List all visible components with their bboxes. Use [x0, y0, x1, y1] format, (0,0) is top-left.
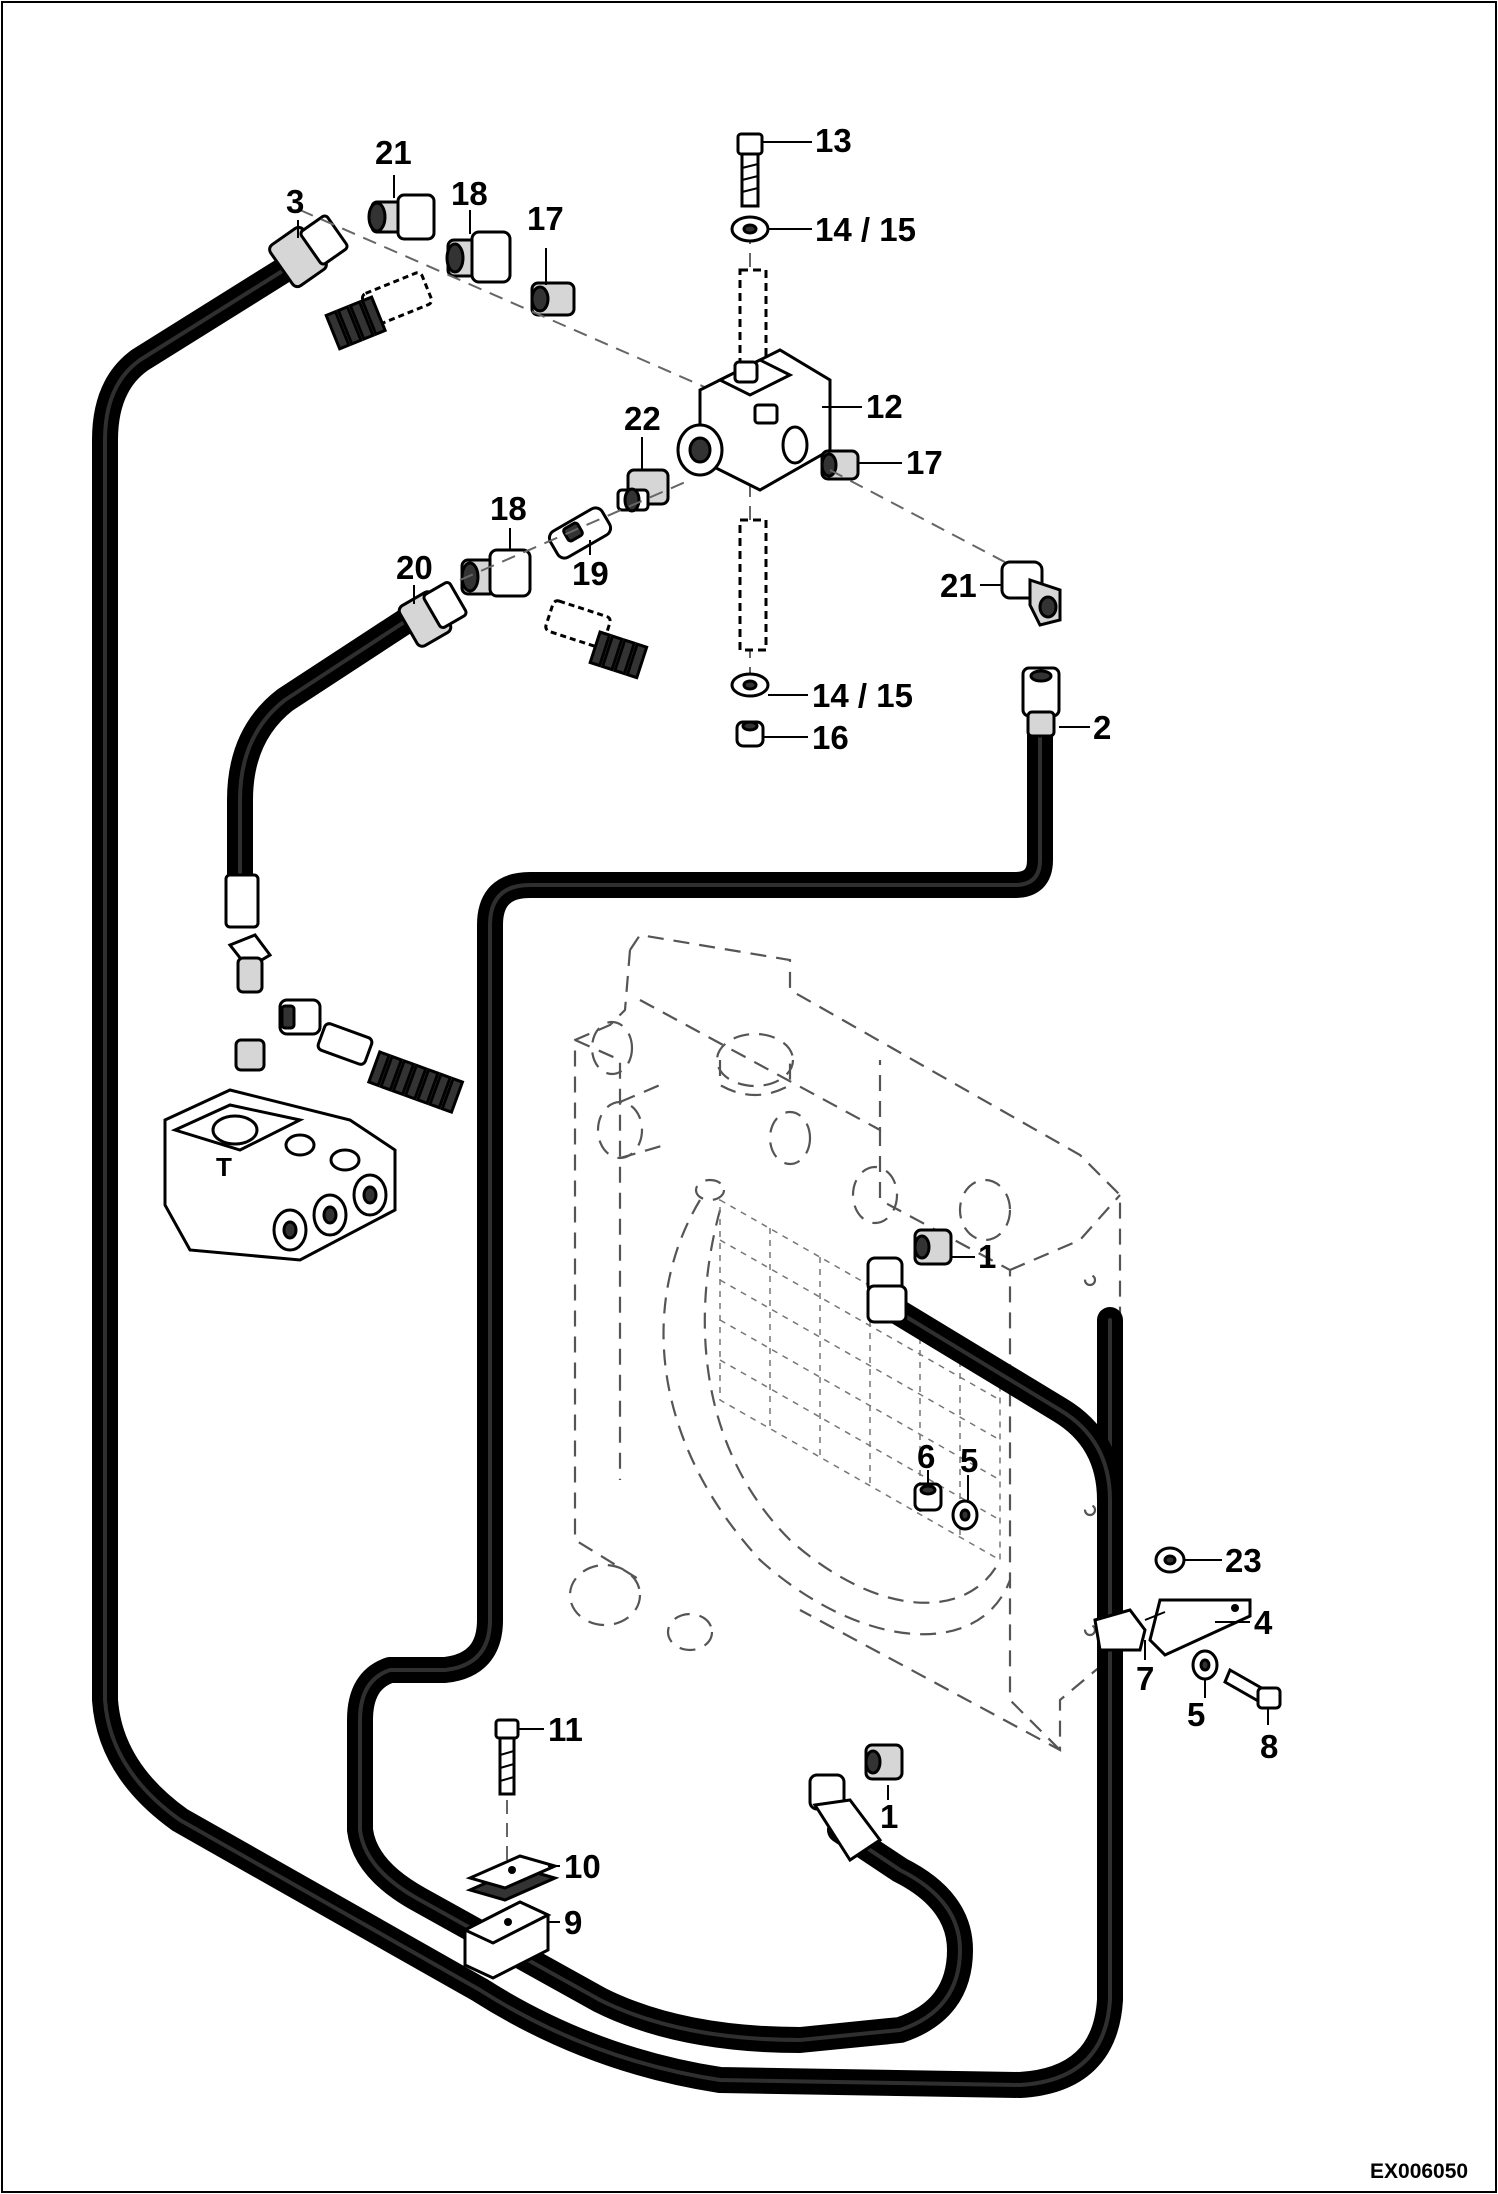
fitting-18-mid	[460, 548, 532, 598]
fitting-3-hose-end	[268, 214, 349, 289]
assembly-axis-mid	[459, 479, 691, 581]
fitting-18-top	[445, 230, 512, 284]
radiator-core-mesh	[719, 1198, 1001, 1562]
hose-20	[227, 602, 428, 893]
fitting-17-top	[530, 281, 576, 317]
callout-1-low: 1	[880, 1798, 898, 1835]
washer-14-15-bottom	[730, 672, 770, 698]
fitting-22	[616, 468, 670, 513]
hose-2	[347, 707, 1053, 2053]
callout-21-top: 21	[375, 134, 412, 171]
callout-21-right: 21	[940, 567, 977, 604]
callout-3: 3	[286, 183, 304, 220]
leader-lines	[297, 141, 1269, 1923]
callout-5-low: 5	[1187, 1696, 1205, 1733]
hose-2-end-fitting	[1021, 666, 1061, 738]
plug-dashed-top	[324, 271, 434, 351]
clamp-7	[1093, 1608, 1166, 1652]
callout-16: 16	[812, 719, 849, 756]
callout-17-top: 17	[527, 200, 564, 237]
washer-23	[1154, 1546, 1186, 1574]
bolt-8	[1223, 1667, 1282, 1710]
callout-12: 12	[866, 388, 903, 425]
fitting-1-lower	[808, 1743, 904, 1863]
fitting-21-top	[367, 193, 436, 241]
callout-4: 4	[1254, 1604, 1273, 1641]
washer-5-low	[1191, 1649, 1219, 1681]
plug-dashed-mid	[544, 599, 649, 680]
fitting-21-right	[1000, 560, 1062, 627]
fitting-19	[547, 506, 613, 560]
callout-17-right: 17	[906, 444, 943, 481]
bolt-13	[736, 132, 764, 208]
callout-13: 13	[815, 122, 852, 159]
callout-20: 20	[396, 549, 433, 586]
callout-18-mid: 18	[490, 490, 527, 527]
callout-labels: 13 14 / 15 21 3 18 17 12 22 17 18 19 20 …	[286, 122, 1278, 1941]
callout-22: 22	[624, 400, 661, 437]
hose-1-upper	[882, 1297, 1123, 1633]
bracket-4	[1148, 1598, 1252, 1657]
fitting-20-hose-end	[397, 581, 468, 648]
callout-9: 9	[564, 1904, 582, 1941]
callout-19: 19	[572, 555, 609, 592]
callout-14-15-bottom: 14 / 15	[812, 677, 913, 714]
callout-1-top: 1	[978, 1238, 996, 1275]
radiator-outline	[568, 933, 1122, 1752]
plate-10	[465, 1854, 560, 1902]
callout-18-top: 18	[451, 175, 488, 212]
fitting-1-upper	[866, 1228, 953, 1324]
callout-7: 7	[1136, 1660, 1154, 1697]
washer-5-mid	[951, 1499, 979, 1531]
bolt-11	[494, 1718, 520, 1796]
callout-11: 11	[548, 1711, 583, 1748]
valve-block-12	[676, 230, 832, 680]
assembly-axis-top	[299, 209, 781, 421]
callout-8: 8	[1260, 1728, 1278, 1765]
washer-14-15-top	[730, 215, 770, 243]
callout-5-mid: 5	[960, 1442, 978, 1479]
callout-23: 23	[1225, 1542, 1262, 1579]
assembly-axis-right	[829, 469, 1021, 571]
callout-10: 10	[564, 1848, 601, 1885]
callout-6: 6	[917, 1438, 935, 1475]
callout-14-15-top: 14 / 15	[815, 211, 916, 248]
nut-6	[913, 1482, 943, 1512]
clamp-9	[461, 1900, 552, 1980]
drawing-code: EX006050	[1370, 2160, 1468, 2183]
fitting-17-right	[820, 449, 860, 481]
hose-3	[92, 247, 1123, 2098]
callout-2: 2	[1093, 709, 1111, 746]
control-valve: T	[163, 873, 465, 1262]
svg-text:T: T	[216, 1152, 232, 1182]
nut-16	[735, 720, 765, 748]
